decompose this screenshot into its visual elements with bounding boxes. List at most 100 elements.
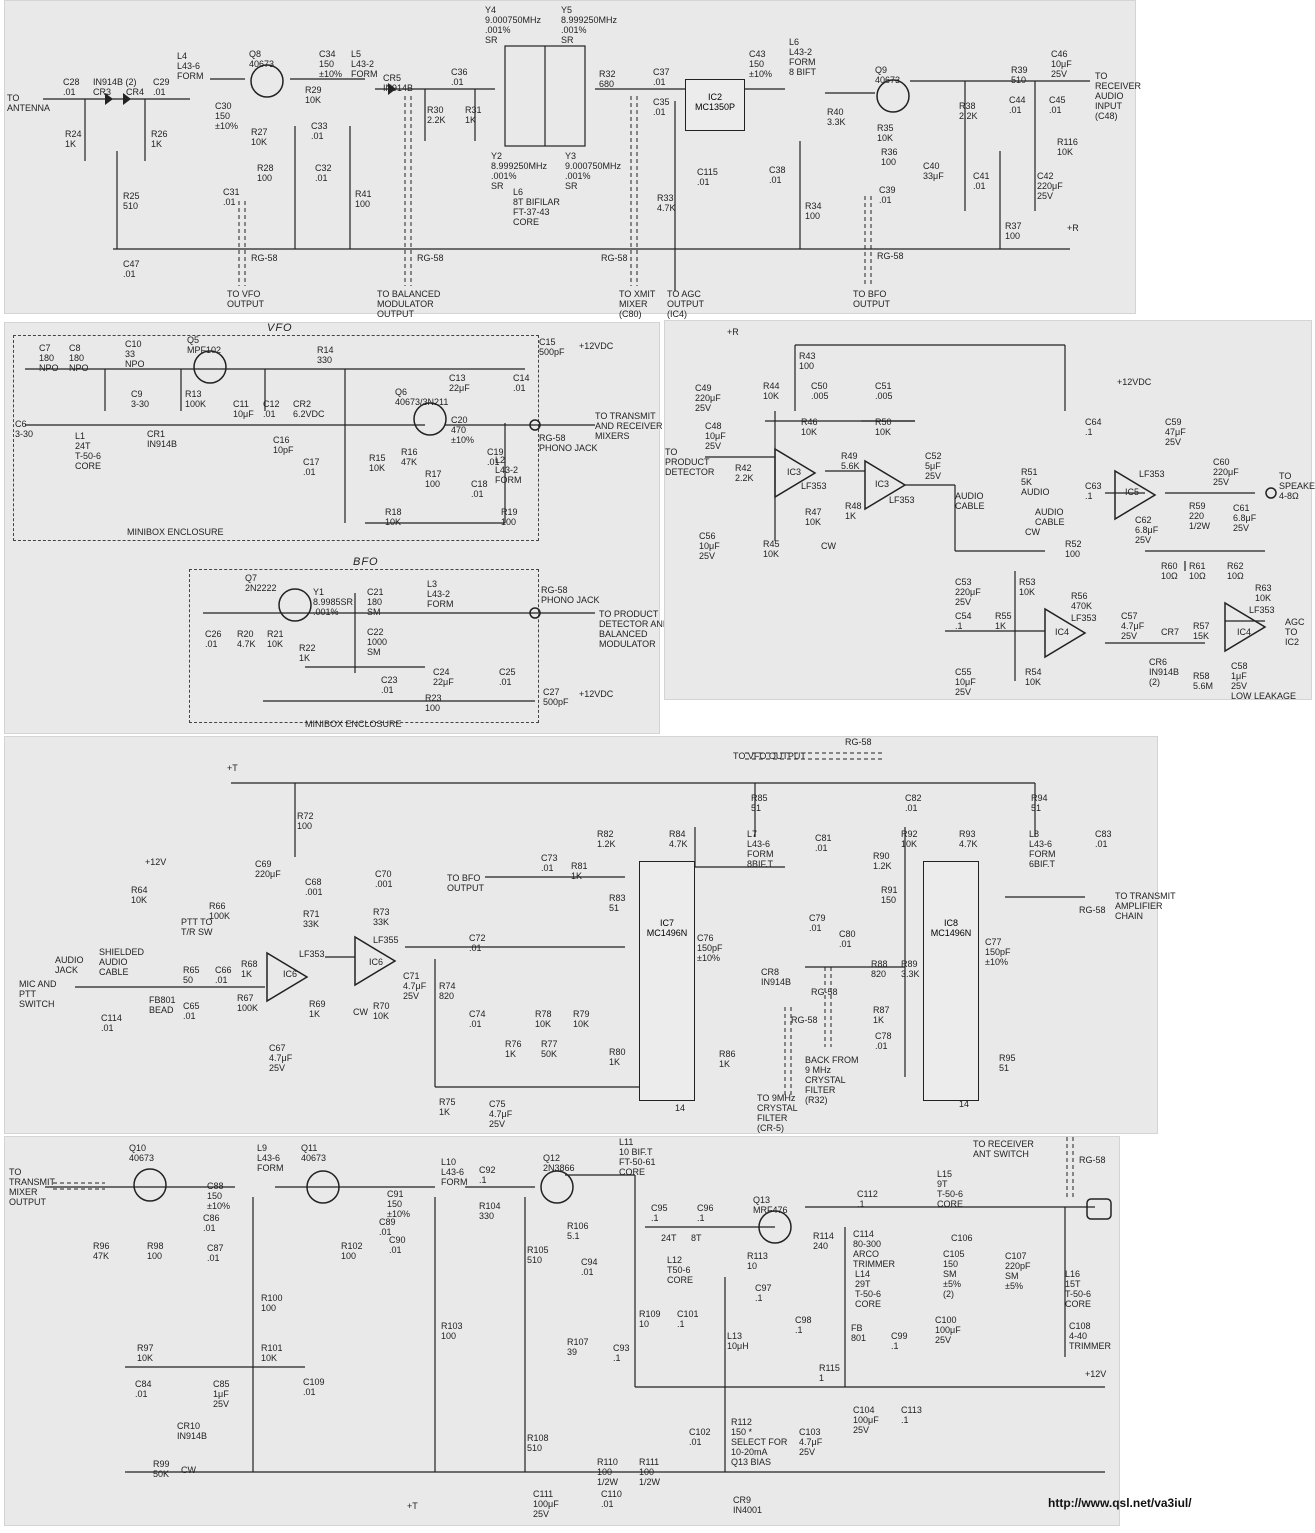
l4-label: L4 L43-6 FORM bbox=[177, 51, 204, 81]
c78-label: C78 .01 bbox=[875, 1031, 892, 1051]
q10-label: Q10 40673 bbox=[129, 1143, 155, 1163]
power-amp-panel: Q10 40673 L9 L43-6 FORM Q11 40673 L10 L4… bbox=[4, 1136, 1120, 1526]
c16-label: C16 10pF bbox=[273, 435, 294, 455]
r14-label: R14 330 bbox=[317, 345, 334, 365]
r87-label: R87 1K bbox=[873, 1005, 890, 1025]
c98-label: C98 .1 bbox=[795, 1315, 812, 1335]
r24-label: R24 1K bbox=[65, 129, 82, 149]
c50-label: C50 .005 bbox=[811, 381, 829, 401]
plus12-audio-label: +12VDC bbox=[1117, 377, 1152, 387]
r111-label: R111 100 1/2W bbox=[639, 1457, 661, 1487]
c115-label: C115 .01 bbox=[697, 167, 718, 187]
c34-label: C34 150 ±10% bbox=[319, 49, 342, 79]
y4-label: Y4 9.000750MHz .001% SR bbox=[485, 5, 542, 45]
ic7-mc1496n: IC7 MC1496N bbox=[639, 861, 695, 1101]
r99-label: R99 50K bbox=[153, 1459, 170, 1479]
rg58-phono-vfo-label: RG-58 PHONO JACK bbox=[539, 433, 598, 453]
c28-label: C28 .01 bbox=[63, 77, 80, 97]
r93-label: R93 4.7K bbox=[959, 829, 978, 849]
c52-label: C52 5μF 25V bbox=[925, 451, 942, 481]
c22-label: C22 1000 SM bbox=[367, 627, 388, 657]
r79-label: R79 10K bbox=[573, 1009, 590, 1029]
r92-label: R92 10K bbox=[901, 829, 918, 849]
to-product-detector-bfo-label: TO PRODUCT DETECTOR AND BALANCED MODULAT… bbox=[599, 609, 670, 649]
audio-jack-label: AUDIO JACK bbox=[55, 955, 84, 975]
r44-label: R44 10K bbox=[763, 381, 780, 401]
r42-label: R42 2.2K bbox=[735, 463, 754, 483]
c109-label: C109 .01 bbox=[303, 1377, 325, 1397]
r46-label: R46 10K bbox=[801, 417, 818, 437]
audio-wiring bbox=[705, 344, 1277, 681]
c61-label: C61 6.8μF 25V bbox=[1233, 503, 1257, 533]
c20-label: C20 470 ±10% bbox=[451, 415, 474, 445]
r90-label: R90 1.2K bbox=[873, 851, 892, 871]
c113-label: C113 .1 bbox=[901, 1405, 922, 1425]
c6-label: C6 3-30 bbox=[15, 419, 34, 439]
r98-label: R98 100 bbox=[147, 1241, 164, 1261]
c46-label: C46 10μF 25V bbox=[1051, 49, 1072, 79]
to-transmit-amp-label: TO TRANSMIT AMPLIFIER CHAIN bbox=[1115, 891, 1176, 921]
r20-label: R20 4.7K bbox=[237, 629, 256, 649]
cr8-label: CR8 IN914B bbox=[761, 967, 792, 987]
c89-label: C89 .01 bbox=[379, 1217, 396, 1237]
r55-label: R55 1K bbox=[995, 611, 1012, 631]
minibox-bfo-label: MINIBOX ENCLOSURE bbox=[305, 719, 402, 729]
pin14-b-label: 14 bbox=[959, 1099, 970, 1109]
c85-label: C85 1μF 25V bbox=[213, 1379, 230, 1409]
rg58-right-label: RG-58 bbox=[1079, 905, 1106, 915]
c49-label: C49 220μF 25V bbox=[695, 383, 721, 413]
c42-label: C42 220μF 25V bbox=[1037, 171, 1063, 201]
c69-label: C69 220μF bbox=[255, 859, 281, 879]
source-url-credit[interactable]: http://www.qsl.net/va3iul/ bbox=[1048, 1496, 1192, 1510]
audio-cable-a-label: AUDIO CABLE bbox=[955, 491, 985, 511]
r28-label: R28 100 bbox=[257, 163, 274, 183]
c18-label: C18 .01 bbox=[471, 479, 488, 499]
ic4a-label: IC4 bbox=[1055, 627, 1070, 637]
c74-label: C74 .01 bbox=[469, 1009, 486, 1029]
c35-label: C35 .01 bbox=[653, 97, 670, 117]
c86-label: C86 .01 bbox=[203, 1213, 220, 1233]
c65-label: C65 .01 bbox=[183, 1001, 200, 1021]
c107-label: C107 220pF SM ±5% bbox=[1005, 1251, 1031, 1291]
transmit-mod-panel: IC7 MC1496N IC8 MC1496N TO VFO OUTPUT RG… bbox=[4, 736, 1176, 1134]
to-bfo-output-tx-label: TO BFO OUTPUT bbox=[447, 873, 484, 893]
lf353-b-label: LF353 bbox=[889, 495, 915, 505]
r34-label: R34 100 bbox=[805, 201, 822, 221]
c95-label: C95 .1 bbox=[651, 1203, 668, 1223]
c19-label: C19 .01 bbox=[487, 447, 504, 467]
c14-label: C14 .01 bbox=[513, 373, 530, 393]
vfo-bfo-panel: VFO BFO C7 180 NPO C8 180 NPO C10 33 NPO… bbox=[4, 322, 669, 734]
cr1-label: CR1 IN914B bbox=[147, 429, 178, 449]
r54-label: R54 10K bbox=[1025, 667, 1042, 687]
c79-label: C79 .01 bbox=[809, 913, 826, 933]
r95-label: R95 51 bbox=[999, 1053, 1016, 1073]
r53-label: R53 10K bbox=[1019, 577, 1036, 597]
r89-label: R89 3.3K bbox=[901, 959, 920, 979]
r107-label: R107 39 bbox=[567, 1337, 589, 1357]
r101-label: R101 10K bbox=[261, 1343, 283, 1363]
receiver-panel: IC2 MC1350P TO ANTENNA C28 .01 IN914B (2… bbox=[4, 0, 1141, 319]
mic-ptt-label: MIC AND PTT SWITCH bbox=[19, 979, 57, 1009]
c80-label: C80 .01 bbox=[839, 929, 856, 949]
r86-label: R86 1K bbox=[719, 1049, 736, 1069]
r67-label: R67 100K bbox=[237, 993, 259, 1013]
r56-label: R56 470K bbox=[1071, 591, 1093, 611]
r72-label: R72 100 bbox=[297, 811, 314, 831]
r61-label: R61 10Ω bbox=[1189, 561, 1206, 581]
c29-label: C29 .01 bbox=[153, 77, 170, 97]
r70-label: R70 10K bbox=[373, 1001, 390, 1021]
r85-label: R85 51 bbox=[751, 793, 768, 813]
r74-label: R74 820 bbox=[439, 981, 456, 1001]
to-xmit-mixer-label: TO XMIT MIXER (C80) bbox=[619, 289, 656, 319]
ic4b-label: IC4 bbox=[1237, 627, 1252, 637]
c53-label: C53 220μF 25V bbox=[955, 577, 981, 607]
r97-label: R97 10K bbox=[137, 1343, 154, 1363]
to-product-detector-audio-label: TO PRODUCT DETECTOR bbox=[665, 447, 715, 477]
cr10-label: CR10 IN914B bbox=[177, 1421, 208, 1441]
r48-label: R48 1K bbox=[845, 501, 862, 521]
r113-label: R113 10 bbox=[747, 1251, 768, 1271]
to-transmit-mixer-label: TO TRANSMIT MIXER OUTPUT bbox=[9, 1167, 55, 1207]
c21-label: C21 180 SM bbox=[367, 587, 384, 617]
q13-label: Q13 MRF476 bbox=[753, 1195, 788, 1215]
r21-label: R21 10K bbox=[267, 629, 284, 649]
